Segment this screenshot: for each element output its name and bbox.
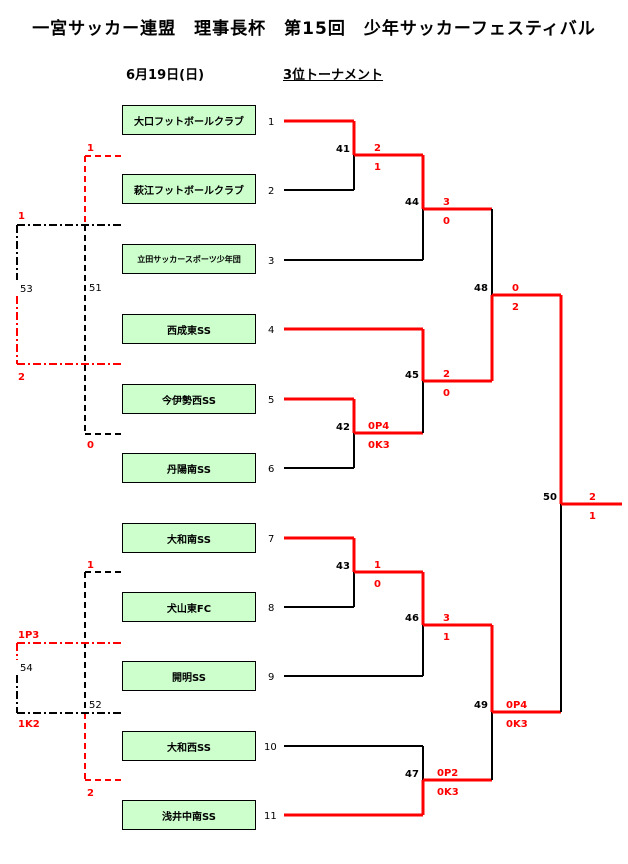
score-43-top: 1 <box>374 560 381 571</box>
score-51-bottom: 0 <box>87 440 94 451</box>
match-id-44: 44 <box>405 197 419 208</box>
event-date: 6月19日(日) <box>126 68 205 83</box>
match-id-52: 52 <box>89 700 102 711</box>
match-id-47: 47 <box>405 769 419 780</box>
seed-6: 6 <box>268 464 274 475</box>
match-id-45: 45 <box>405 370 419 381</box>
score-54-bottom: 1K2 <box>18 719 40 730</box>
match-id-50: 50 <box>543 492 557 503</box>
match-id-53: 53 <box>20 284 33 295</box>
team-box-7: 大和南SS <box>122 523 256 553</box>
score-43-bottom: 0 <box>374 579 381 590</box>
score-53-bottom: 2 <box>18 372 25 383</box>
score-47-top: 0P2 <box>437 768 458 779</box>
score-47-bottom: 0K3 <box>437 787 459 798</box>
seed-8: 8 <box>268 603 274 614</box>
score-45-top: 2 <box>443 369 450 380</box>
team-box-3: 立田サッカースポーツ少年団 <box>122 244 256 274</box>
score-50-top: 2 <box>589 492 596 503</box>
team-box-2: 萩江フットボールクラブ <box>122 174 256 204</box>
score-46-top: 3 <box>443 613 450 624</box>
score-44-top: 3 <box>443 197 450 208</box>
match-id-49: 49 <box>474 700 488 711</box>
match-id-51: 51 <box>89 283 102 294</box>
team-box-10: 大和西SS <box>122 731 256 761</box>
score-45-bottom: 0 <box>443 388 450 399</box>
match-id-48: 48 <box>474 283 488 294</box>
score-48-bottom: 2 <box>512 302 519 313</box>
match-id-54: 54 <box>20 663 33 674</box>
match-id-43: 43 <box>336 561 350 572</box>
seed-5: 5 <box>268 395 274 406</box>
seed-11: 11 <box>264 811 277 822</box>
page-title: 一宮サッカー連盟 理事長杯 第15回 少年サッカーフェスティバル <box>32 19 596 39</box>
score-44-bottom: 0 <box>443 216 450 227</box>
team-box-5: 今伊勢西SS <box>122 384 256 414</box>
seed-3: 3 <box>268 256 274 267</box>
score-49-bottom: 0K3 <box>506 719 528 730</box>
score-52-bottom: 2 <box>87 788 94 799</box>
team-box-11: 浅井中南SS <box>122 800 256 830</box>
match-id-42: 42 <box>336 422 350 433</box>
score-42-bottom: 0K3 <box>368 440 390 451</box>
score-48-top: 0 <box>512 283 519 294</box>
bracket-subtitle: 3位トーナメント <box>283 68 384 83</box>
team-box-1: 大口フットボールクラブ <box>122 105 256 135</box>
seed-2: 2 <box>268 186 274 197</box>
seed-10: 10 <box>264 742 277 753</box>
score-42-top: 0P4 <box>368 421 389 432</box>
team-box-4: 西成東SS <box>122 314 256 344</box>
team-box-9: 開明SS <box>122 661 256 691</box>
score-50-bottom: 1 <box>589 511 596 522</box>
score-51-top: 1 <box>87 143 94 154</box>
score-54-top: 1P3 <box>18 630 39 641</box>
team-box-6: 丹陽南SS <box>122 453 256 483</box>
team-box-8: 犬山東FC <box>122 592 256 622</box>
score-53-top: 1 <box>18 211 25 222</box>
seed-4: 4 <box>268 325 274 336</box>
match-id-41: 41 <box>336 144 350 155</box>
match-id-46: 46 <box>405 613 419 624</box>
score-49-top: 0P4 <box>506 700 527 711</box>
seed-7: 7 <box>268 534 274 545</box>
score-41-top: 2 <box>374 143 381 154</box>
score-52-top: 1 <box>87 560 94 571</box>
seed-9: 9 <box>268 672 274 683</box>
score-46-bottom: 1 <box>443 632 450 643</box>
seed-1: 1 <box>268 117 274 128</box>
score-41-bottom: 1 <box>374 162 381 173</box>
